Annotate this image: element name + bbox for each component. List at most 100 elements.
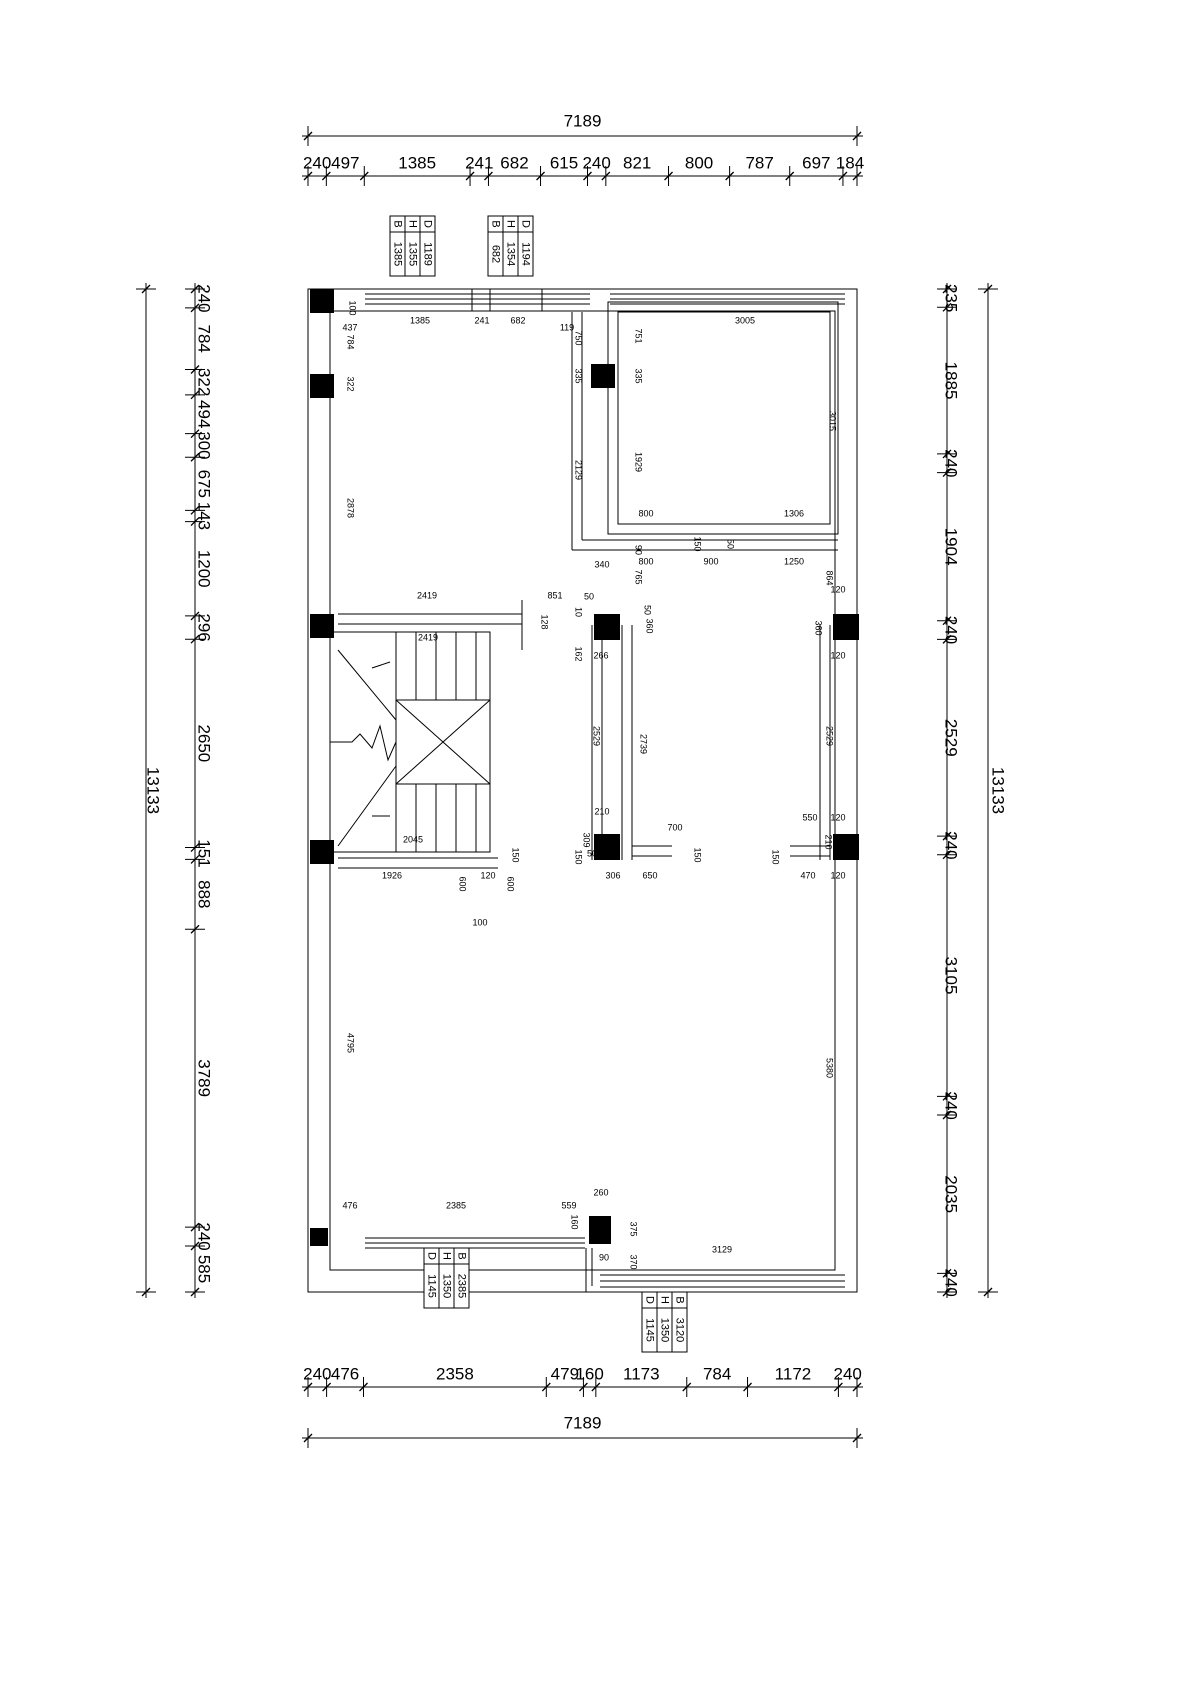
right-segment-dimension-label: 240: [942, 616, 961, 644]
dimension-tick: [190, 365, 200, 374]
bottom-segment-dimension-label: 476: [331, 1364, 359, 1383]
dimension-tick: [942, 850, 952, 860]
left-segment-dimension-label: 296: [195, 613, 214, 641]
interior-dimension-label: 5380: [825, 1058, 835, 1078]
window-tables: B1385H1355D1189B682H1354D1194D1145H1350B…: [389, 215, 688, 1353]
dimension-tick: [321, 171, 331, 181]
outer-wall-outline: [307, 288, 858, 1293]
dimension-tick: [190, 1241, 200, 1251]
dimension-tick: [743, 1382, 753, 1392]
column: [310, 840, 334, 864]
window-spec-value: 1145: [426, 1274, 438, 1298]
interior-dimension-label: 1250: [784, 556, 804, 566]
interior-dimension-label: 470: [800, 870, 815, 880]
right-segment-dimension-label: 2035: [942, 1175, 961, 1213]
dimension-tick: [852, 171, 862, 181]
interior-dimension-label: 360: [814, 620, 824, 635]
top-segment-dimension-label: 821: [623, 153, 651, 172]
window-spec-key: H: [407, 220, 419, 228]
interior-dimension-label: 150: [771, 849, 781, 864]
dimension-tick: [942, 302, 952, 312]
top-segment-dimension-label: 697: [802, 153, 830, 172]
right-segment-dimension-label: 240: [942, 1268, 961, 1296]
window-spec-cell: [419, 231, 436, 277]
dimension-tick: [852, 1433, 862, 1443]
dimension-tick: [303, 131, 313, 141]
column: [591, 364, 615, 388]
window-spec-value: 2385: [456, 1274, 468, 1298]
dimension-tick: [838, 171, 848, 181]
window-spec-value: 1354: [505, 242, 517, 266]
left-segment-dimension-label: 151: [195, 839, 214, 867]
window-spec-value: 1385: [392, 242, 404, 266]
window-spec-key: B: [456, 1252, 468, 1259]
column: [594, 614, 620, 640]
interior-dimension-label: 784: [346, 334, 356, 349]
interior-dimension-label: 600: [458, 876, 468, 891]
interior-dimension-label: 50: [643, 605, 653, 615]
left-segment-dimension-label: 675: [195, 470, 214, 498]
dimension-tick: [591, 1382, 601, 1392]
dimension-tick: [942, 468, 952, 478]
interior-dimension-label: 437: [342, 322, 357, 332]
interior-dimension-label: 2419: [418, 632, 438, 642]
interior-dimension-label: 476: [342, 1200, 357, 1210]
column: [310, 1228, 328, 1246]
column: [310, 614, 334, 638]
window-spec-value: 682: [490, 245, 502, 263]
dimension-tick: [303, 1382, 313, 1392]
left-segment-dimension-label: 240: [195, 284, 214, 312]
dimension-tick: [578, 1382, 588, 1392]
window-spec-value: 3120: [674, 1318, 686, 1342]
bottom-segment-dimension-label: 240: [303, 1364, 331, 1383]
dimension-tick: [983, 284, 993, 294]
window-spec-cell: [453, 1263, 470, 1309]
top-segment-dimension-label: 615: [550, 153, 578, 172]
dimension-tick: [852, 131, 862, 141]
dimension-tick: [682, 1382, 692, 1392]
interior-dimension-label: 120: [830, 812, 845, 822]
interior-dimension-label: 119: [560, 322, 574, 332]
left-segment-dimension-label: 240: [195, 1222, 214, 1250]
interior-dimension-label: 340: [594, 559, 609, 569]
interior-dimension-label: 50: [584, 591, 594, 601]
top-segment-dimension-label: 787: [745, 153, 773, 172]
top-segment-dimension-label: 241: [465, 153, 493, 172]
window-spec-value: 1194: [520, 242, 532, 266]
dimension-tick: [303, 171, 313, 181]
right-segment-dimension-label: 3105: [942, 957, 961, 995]
dimension-tick: [942, 1287, 952, 1297]
window-spec-key: B: [674, 1296, 686, 1303]
dimension-tick: [190, 429, 200, 439]
interior-dimension-label: 900: [703, 556, 718, 566]
interior-dimension-label: 260: [593, 1187, 608, 1197]
dimension-tick: [190, 1287, 200, 1297]
dimension-tick: [601, 171, 611, 181]
left-segment-dimension-label: 300: [195, 431, 214, 459]
interior-dimension-label: 210: [824, 834, 834, 849]
interior-dimension-label: 650: [642, 870, 657, 880]
interior-dimension-label: 375: [629, 1221, 639, 1236]
window-spec-value: 1355: [407, 242, 419, 266]
dimension-tick: [190, 611, 200, 621]
interior-dimension-label: 2529: [592, 726, 602, 746]
interior-dimension-label: 1306: [784, 508, 804, 518]
dimension-tick: [190, 843, 200, 853]
top-segment-dimension-label: 497: [331, 153, 359, 172]
left-segment-dimension-label: 494: [195, 400, 214, 428]
dimension-tick: [190, 924, 200, 934]
interior-dimension-label: 1929: [634, 452, 644, 472]
bottom-segment-dimension-label: 160: [575, 1364, 603, 1383]
interior-dimension-label: 4795: [346, 1033, 356, 1053]
interior-dimension-label: 3129: [712, 1244, 732, 1254]
interior-dimension-label: 550: [802, 812, 817, 822]
left-segment-dimension-label: 3789: [195, 1059, 214, 1097]
dimension-tick: [190, 284, 200, 294]
interior-dimension-label: 128: [540, 614, 550, 629]
interior-dimension-label: 120: [480, 870, 495, 880]
plan-geometry: [307, 288, 859, 1293]
